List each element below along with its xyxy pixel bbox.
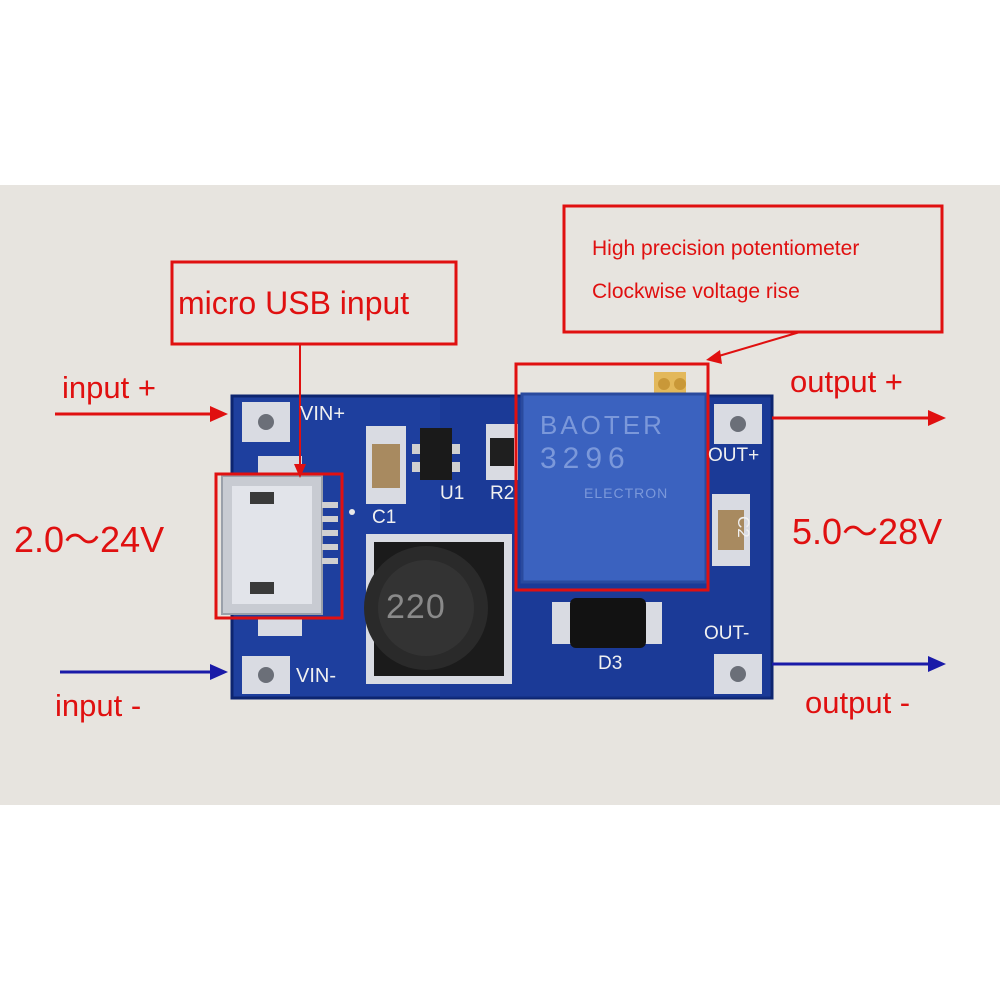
mounting-hole-vin-minus	[242, 656, 290, 694]
output-voltage-range: 5.0～28V	[792, 511, 943, 552]
pot-callout-line1: High precision potentiometer	[592, 237, 860, 260]
silk-out-minus: OUT-	[704, 623, 750, 644]
capacitor-c1	[366, 426, 406, 504]
silk-c1: C1	[372, 507, 397, 528]
chip-u1	[412, 428, 460, 480]
output-minus-label: output -	[805, 685, 911, 720]
mounting-hole-out-plus	[714, 404, 762, 444]
mounting-hole-vin-plus	[242, 402, 290, 442]
pot-model: 3296	[540, 442, 631, 475]
silk-d3: D3	[598, 653, 623, 674]
potentiometer-3296	[520, 372, 708, 584]
input-minus-arrow	[60, 664, 228, 680]
silk-vin-minus: VIN-	[296, 665, 336, 687]
pot-highlight-box	[514, 362, 710, 592]
silk-r2: R2	[490, 483, 515, 504]
silk-out-plus: OUT+	[708, 445, 760, 466]
silk-vin-plus: VIN+	[300, 403, 346, 425]
output-minus-arrow	[772, 656, 946, 672]
input-minus-label: input -	[55, 688, 142, 723]
input-plus-label: input +	[62, 370, 156, 405]
output-plus-label: output +	[790, 364, 903, 399]
inductor-marking: 220	[386, 588, 446, 626]
inductor-220	[364, 534, 512, 684]
usb-callout-label: micro USB input	[178, 285, 410, 321]
usb-callout-box	[170, 260, 458, 346]
diode-d3	[552, 598, 662, 648]
pot-maker: ELECTRON	[584, 485, 669, 501]
resistor-r2	[486, 424, 518, 480]
pot-brand: BAOTER	[540, 410, 665, 440]
silk-c2: C2	[734, 516, 753, 538]
mounting-hole-out-minus	[714, 654, 762, 694]
output-plus-arrow	[772, 410, 946, 426]
silk-u1: U1	[440, 483, 465, 504]
usb-highlight-box	[214, 472, 344, 620]
input-plus-arrow	[55, 406, 228, 422]
pot-callout-box	[562, 204, 944, 334]
capacitor-c2	[712, 494, 750, 566]
input-voltage-range: 2.0～24V	[14, 519, 165, 560]
micro-usb-connector	[221, 475, 355, 615]
pot-callout-line2: Clockwise voltage rise	[592, 280, 800, 303]
